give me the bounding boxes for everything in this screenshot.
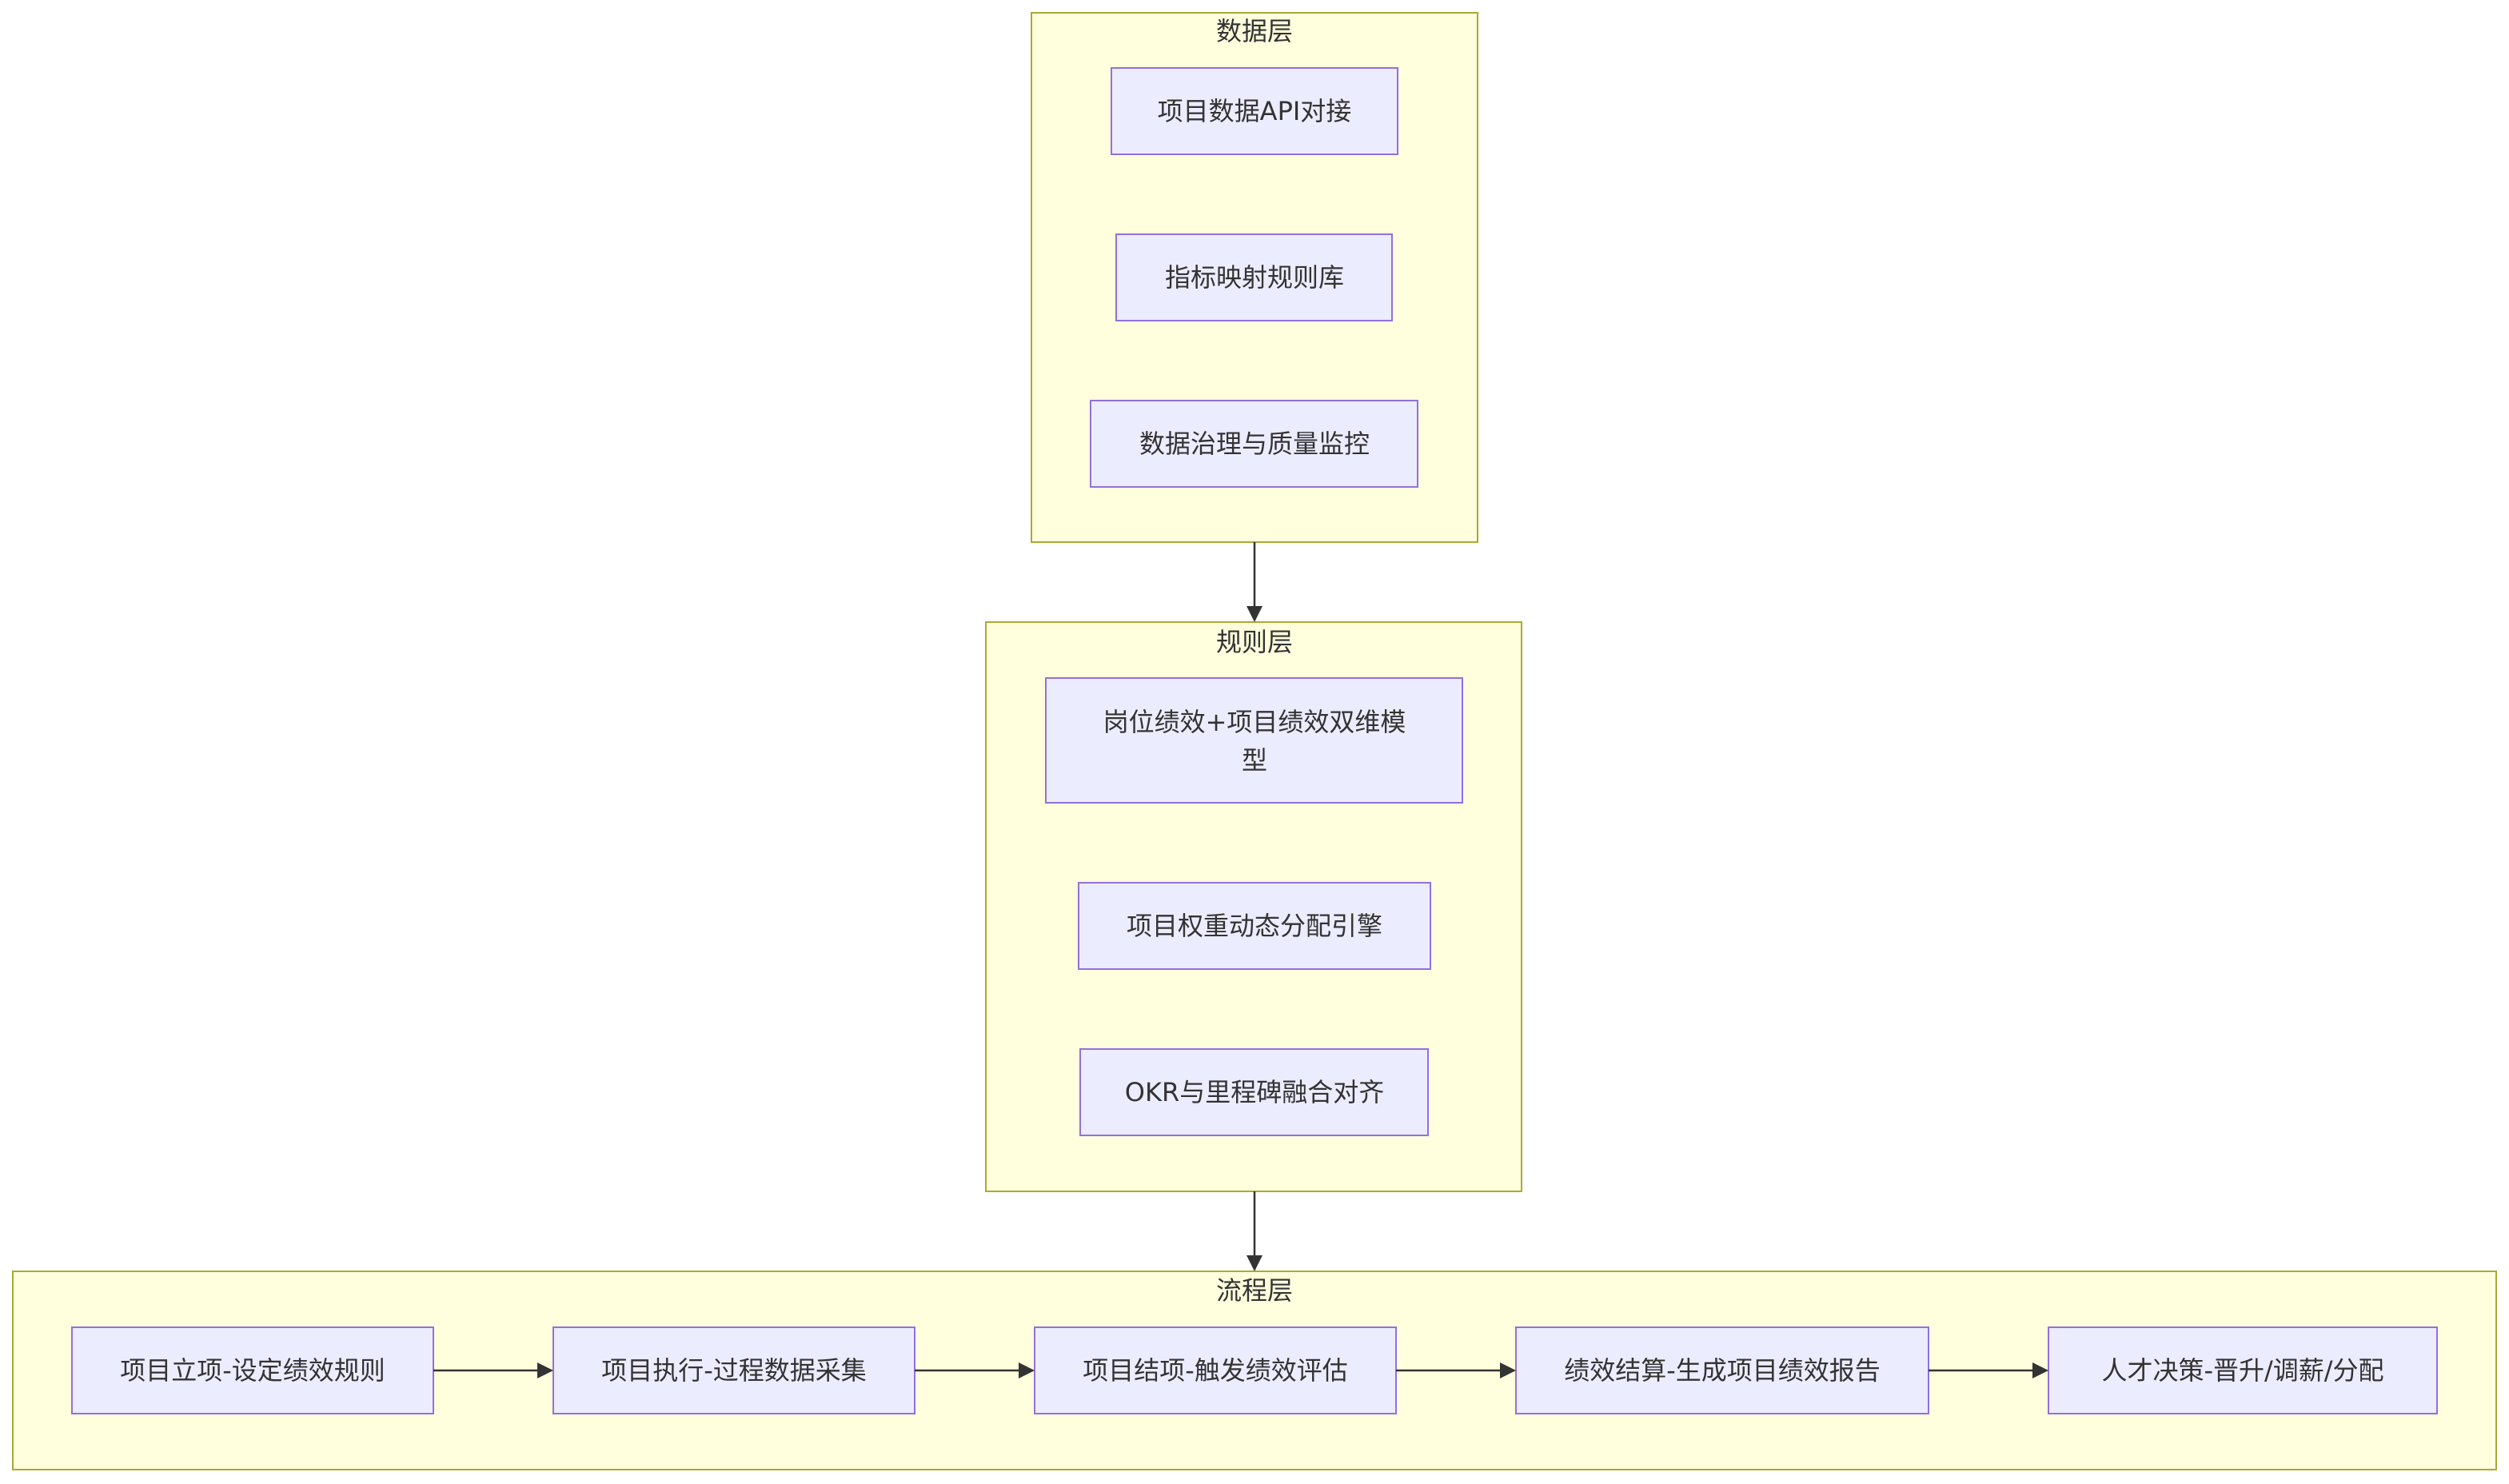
node-okr-alignment-label: OKR与里程碑融合对齐: [1125, 1077, 1384, 1107]
node-dual-model: [1045, 677, 1463, 804]
node-project-execution: [552, 1326, 915, 1414]
node-project-data-api: [1111, 67, 1398, 155]
node-dual-model-label-line2: 型: [1242, 745, 1267, 776]
node-weight-engine: [1078, 882, 1431, 970]
node-project-initiation: [71, 1326, 434, 1414]
node-data-governance-label: 数据治理与质量监控: [1139, 429, 1370, 459]
node-project-execution-label: 项目执行-过程数据采集: [601, 1355, 867, 1386]
node-performance-settlement: [1515, 1326, 1929, 1414]
node-talent-decision-label: 人才决策-晋升/调薪/分配: [2101, 1355, 2383, 1386]
node-project-closure-label: 项目结项-触发绩效评估: [1083, 1355, 1348, 1386]
node-data-governance: [1090, 400, 1418, 488]
node-weight-engine-label: 项目权重动态分配引擎: [1127, 911, 1382, 941]
node-performance-settlement-label: 绩效结算-生成项目绩效报告: [1564, 1355, 1881, 1386]
rule-layer: 规则层 岗位绩效+项目绩效双维模 型 项目权重动态分配引擎 OKR与里程碑融合对…: [985, 621, 1522, 1192]
node-dual-model-label-line1: 岗位绩效+项目绩效双维模: [1103, 707, 1406, 737]
node-project-data-api-label: 项目数据API对接: [1158, 96, 1352, 126]
node-okr-alignment: [1079, 1048, 1429, 1136]
rule-layer-title: 规则层: [1216, 627, 1293, 657]
data-layer-title: 数据层: [1216, 16, 1293, 46]
node-talent-decision: [2048, 1326, 2438, 1414]
data-layer: 数据层 项目数据API对接 指标映射规则库 数据治理与质量监控: [1031, 12, 1478, 543]
node-metric-mapping: [1115, 233, 1393, 321]
process-layer: 流程层 项目立项-设定绩效规则 项目执行-过程数据采集 项目结项-触发绩效评估 …: [12, 1271, 2497, 1470]
process-layer-title: 流程层: [1216, 1275, 1293, 1306]
node-project-initiation-label: 项目立项-设定绩效规则: [120, 1355, 385, 1386]
node-metric-mapping-label: 指标映射规则库: [1165, 262, 1344, 293]
